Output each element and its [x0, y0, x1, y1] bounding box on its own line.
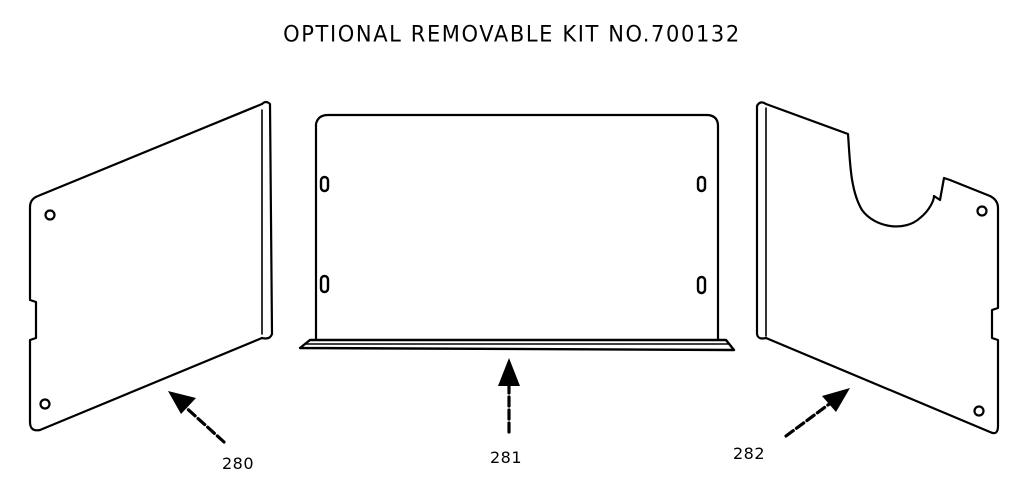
arrow-282-icon — [784, 388, 850, 438]
mounting-slot-icon — [696, 275, 707, 295]
mounting-hole-icon — [976, 205, 988, 217]
arrow-281-icon — [498, 358, 520, 434]
part-number-280: 280 — [222, 454, 255, 473]
part-number-282: 282 — [733, 444, 766, 463]
part-282-right-panel — [755, 101, 1000, 435]
mounting-hole-icon — [39, 398, 51, 410]
diagram-title: OPTIONAL REMOVABLE KIT NO.700132 — [283, 21, 741, 47]
mounting-hole-icon — [44, 209, 56, 221]
part-number-281: 281 — [490, 448, 523, 467]
arrow-280-icon — [168, 391, 226, 444]
part-281-center-panel — [298, 113, 736, 352]
part-280-left-panel — [28, 100, 274, 432]
mounting-slot-icon — [319, 175, 330, 193]
mounting-slot-icon — [696, 175, 707, 193]
mounting-hole-icon — [973, 405, 985, 417]
mounting-slot-icon — [319, 274, 330, 294]
